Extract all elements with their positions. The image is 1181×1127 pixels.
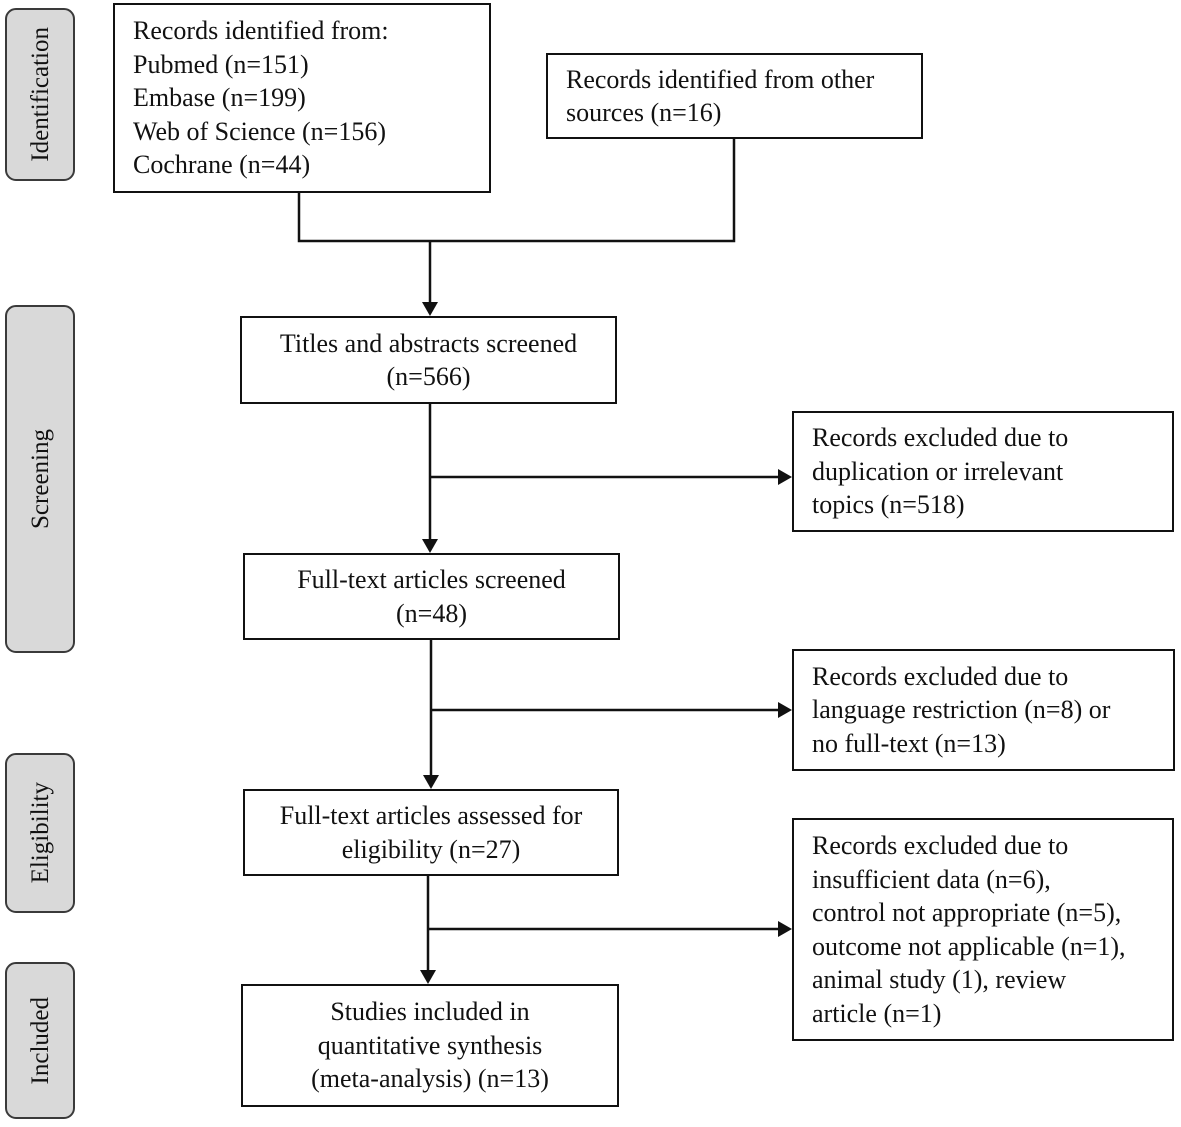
box-line: Records identified from: bbox=[133, 16, 389, 46]
phase-label-text: Eligibility bbox=[26, 782, 54, 884]
box-line: language restriction (n=8) or bbox=[812, 695, 1111, 725]
box-fulltext-eligibility: Full-text articles assessed for eligibil… bbox=[243, 789, 619, 876]
box-line: Titles and abstracts screened bbox=[279, 328, 578, 358]
box-titles-abstracts-screened: Titles and abstracts screened (n=566) bbox=[240, 316, 617, 404]
box-line: duplication or irrelevant bbox=[812, 456, 1064, 486]
arrowhead-down bbox=[420, 970, 436, 984]
arrowhead-down bbox=[423, 775, 439, 789]
arrowhead-down bbox=[422, 539, 438, 553]
box-line: Web of Science (n=156) bbox=[133, 116, 386, 146]
box-line: (n=566) bbox=[386, 362, 471, 391]
phase-label-screening: Screening bbox=[5, 305, 75, 653]
arrowhead-down bbox=[422, 302, 438, 316]
box-line: eligibility (n=27) bbox=[341, 834, 521, 864]
box-line: Full-text articles screened bbox=[297, 565, 566, 594]
box-line: insufficient data (n=6), bbox=[812, 864, 1051, 894]
phase-label-text: Screening bbox=[26, 429, 54, 529]
box-excluded-language: Records excluded due to language restric… bbox=[792, 649, 1175, 771]
box-line: (meta-analysis) (n=13) bbox=[311, 1064, 549, 1094]
box-line: animal study (1), review bbox=[812, 965, 1067, 994]
box-line: Cochrane (n=44) bbox=[133, 150, 311, 180]
box-line: no full-text (n=13) bbox=[812, 728, 1006, 758]
box-studies-included: Studies included in quantitative synthes… bbox=[241, 984, 619, 1107]
box-line: Records identified from other bbox=[566, 64, 875, 94]
box-records-identified-other: Records identified from other sources (n… bbox=[546, 53, 923, 139]
box-line: Records excluded due to bbox=[812, 661, 1069, 691]
phase-label-text: Included bbox=[26, 996, 54, 1085]
box-line: article (n=1) bbox=[812, 998, 942, 1028]
box-line: Pubmed (n=151) bbox=[133, 49, 309, 79]
box-line: Records excluded due to bbox=[812, 423, 1069, 453]
box-excluded-insufficient: Records excluded due to insufficient dat… bbox=[792, 818, 1174, 1041]
box-line: Records excluded due to bbox=[812, 831, 1069, 860]
phase-label-text: Identification bbox=[26, 27, 54, 162]
box-line: control not appropriate (n=5), bbox=[812, 898, 1122, 927]
arrowhead-right bbox=[778, 469, 792, 485]
box-fulltext-screened: Full-text articles screened (n=48) bbox=[243, 553, 620, 640]
phase-label-eligibility: Eligibility bbox=[5, 753, 75, 913]
box-line: sources (n=16) bbox=[566, 98, 722, 127]
box-excluded-duplication: Records excluded due to duplication or i… bbox=[792, 411, 1174, 532]
arrowhead-right bbox=[778, 921, 792, 937]
box-line: topics (n=518) bbox=[812, 490, 965, 520]
box-line: Full-text articles assessed for bbox=[279, 801, 583, 830]
box-line: Embase (n=199) bbox=[133, 83, 306, 113]
phase-label-identification: Identification bbox=[5, 8, 75, 181]
phase-label-included: Included bbox=[5, 962, 75, 1119]
box-records-identified-databases: Records identified from: Pubmed (n=151) … bbox=[113, 3, 491, 193]
box-line: (n=48) bbox=[396, 598, 467, 628]
box-line: quantitative synthesis bbox=[317, 1030, 543, 1060]
box-line: Studies included in bbox=[330, 997, 530, 1027]
box-line: outcome not applicable (n=1), bbox=[812, 931, 1126, 961]
arrowhead-right bbox=[778, 702, 792, 718]
